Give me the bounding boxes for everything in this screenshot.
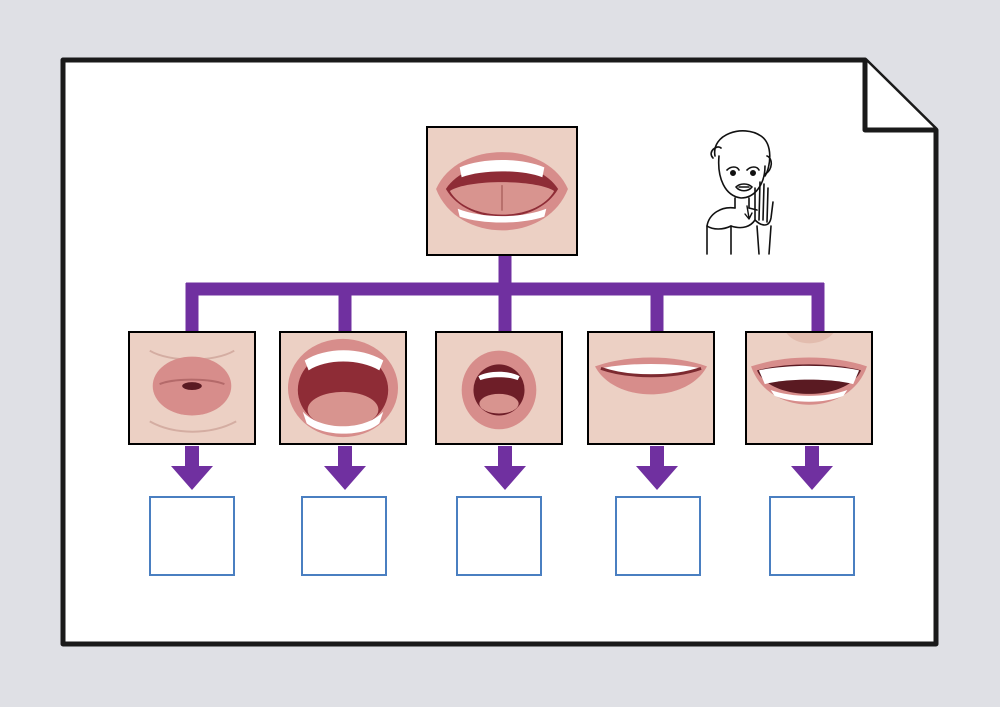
closed-smile-image [589, 333, 713, 443]
answer-box-5[interactable] [769, 496, 855, 576]
toothy-smile-image [747, 333, 871, 443]
down-arrow-3 [484, 446, 526, 490]
down-arrow-4 [636, 446, 678, 490]
open-mouth-tongue-image [428, 128, 576, 254]
sign-language-signer-icon [706, 130, 774, 255]
mouth-photo-4 [587, 331, 715, 445]
wide-open-mouth-image [281, 333, 405, 443]
answer-box-4[interactable] [615, 496, 701, 576]
answer-box-3[interactable] [456, 496, 542, 576]
down-arrow-1 [171, 446, 213, 490]
answer-box-1[interactable] [149, 496, 235, 576]
mouth-photo-2 [279, 331, 407, 445]
mouth-photo-5 [745, 331, 873, 445]
folded-corner [862, 60, 936, 133]
down-arrow-5 [791, 446, 833, 490]
top-mouth-photo [426, 126, 578, 256]
rounded-open-mouth-image [437, 333, 561, 443]
pursed-lips-image [130, 333, 254, 443]
mouth-photo-1 [128, 331, 256, 445]
answer-box-2[interactable] [301, 496, 387, 576]
mouth-photo-3 [435, 331, 563, 445]
down-arrow-2 [324, 446, 366, 490]
connector-tree [185, 256, 825, 332]
down-arrows [171, 446, 833, 490]
